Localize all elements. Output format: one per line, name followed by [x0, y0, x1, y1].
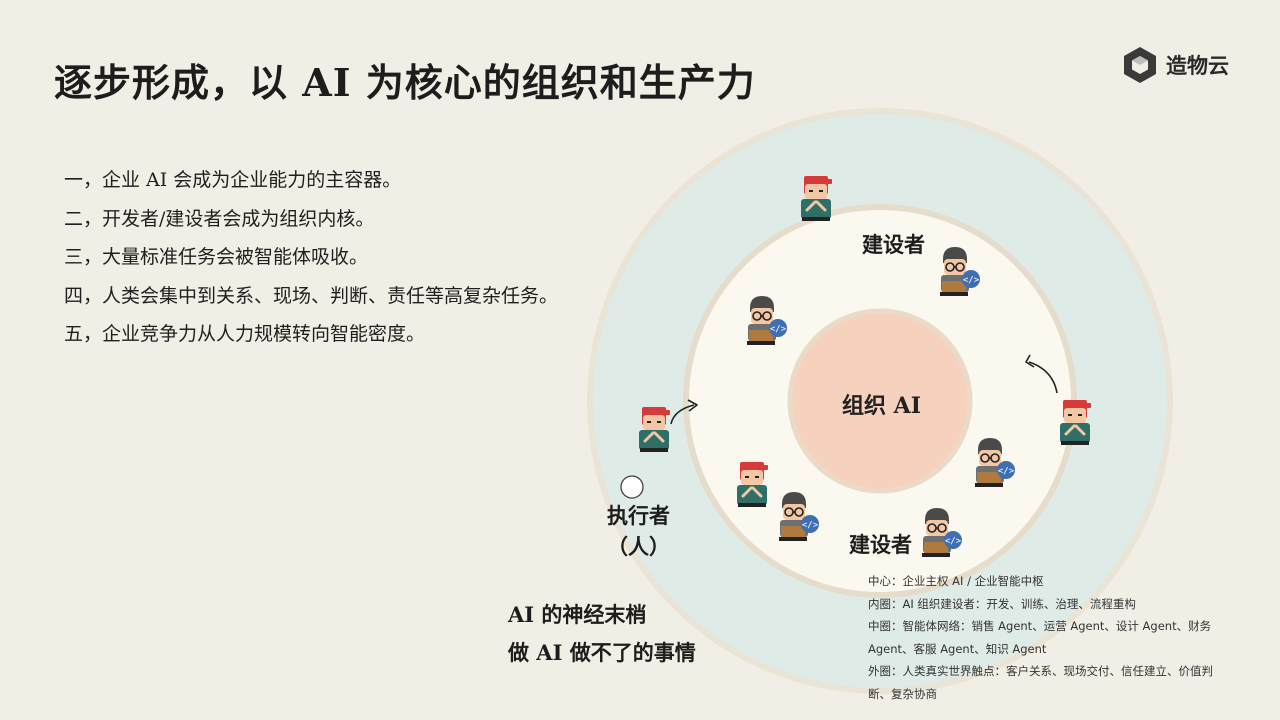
executor-label-line1: 执行者: [607, 503, 670, 528]
executor-marker: [620, 475, 644, 499]
brand-name: 造物云: [1166, 54, 1229, 78]
key-point: 四，人类会集中到关系、现场、判断、责任等高复杂任务。: [64, 284, 559, 307]
curved-arrow-icon: [1025, 354, 1058, 394]
key-point: 一，企业 AI 会成为企业能力的主容器。: [64, 169, 402, 191]
cube-logo-icon: [1124, 47, 1156, 83]
executor-label: 执行者 （人）: [607, 500, 670, 562]
curved-arrow-icon: [670, 399, 698, 425]
key-points-list: 一，企业 AI 会成为企业能力的主容器。 二，开发者/建设者会成为组织内核。 三…: [64, 168, 558, 361]
ring-legend: 中心：企业主权 AI / 企业智能中枢 内圈：AI 组织建设者：开发、训练、治理…: [868, 570, 1230, 705]
executor-label-line2: （人）: [607, 534, 670, 559]
key-point: 二，开发者/建设者会成为组织内核。: [64, 207, 375, 230]
key-point: 五，企业竞争力从人力规模转向智能密度。: [64, 323, 426, 345]
nerve-ending-caption: AI 的神经末梢 做 AI 做不了的事情: [508, 596, 696, 672]
page-title: 逐步形成，以 AI 为核心的组织和生产力: [54, 60, 756, 105]
nerve-caption-line2: 做 AI 做不了的事情: [508, 640, 696, 665]
key-point: 三，大量标准任务会被智能体吸收。: [64, 246, 369, 268]
legend-center: 中心：企业主权 AI / 企业智能中枢: [868, 574, 1044, 588]
builder-label-bottom: 建设者: [849, 532, 912, 557]
core-circle: [787, 308, 973, 494]
legend-middle: 中圈：智能体网络：销售 Agent、运营 Agent、设计 Agent、财务 A…: [868, 619, 1212, 656]
nerve-caption-line1: AI 的神经末梢: [508, 602, 647, 627]
builder-label-top: 建设者: [862, 232, 925, 257]
legend-outer: 外圈：人类真实世界触点：客户关系、现场交付、信任建立、价值判断、复杂协商: [868, 664, 1213, 701]
core-label: 组织 AI: [842, 393, 922, 419]
legend-inner: 内圈：AI 组织建设者：开发、训练、治理、流程重构: [868, 596, 1136, 611]
brand: 造物云: [1122, 46, 1229, 84]
